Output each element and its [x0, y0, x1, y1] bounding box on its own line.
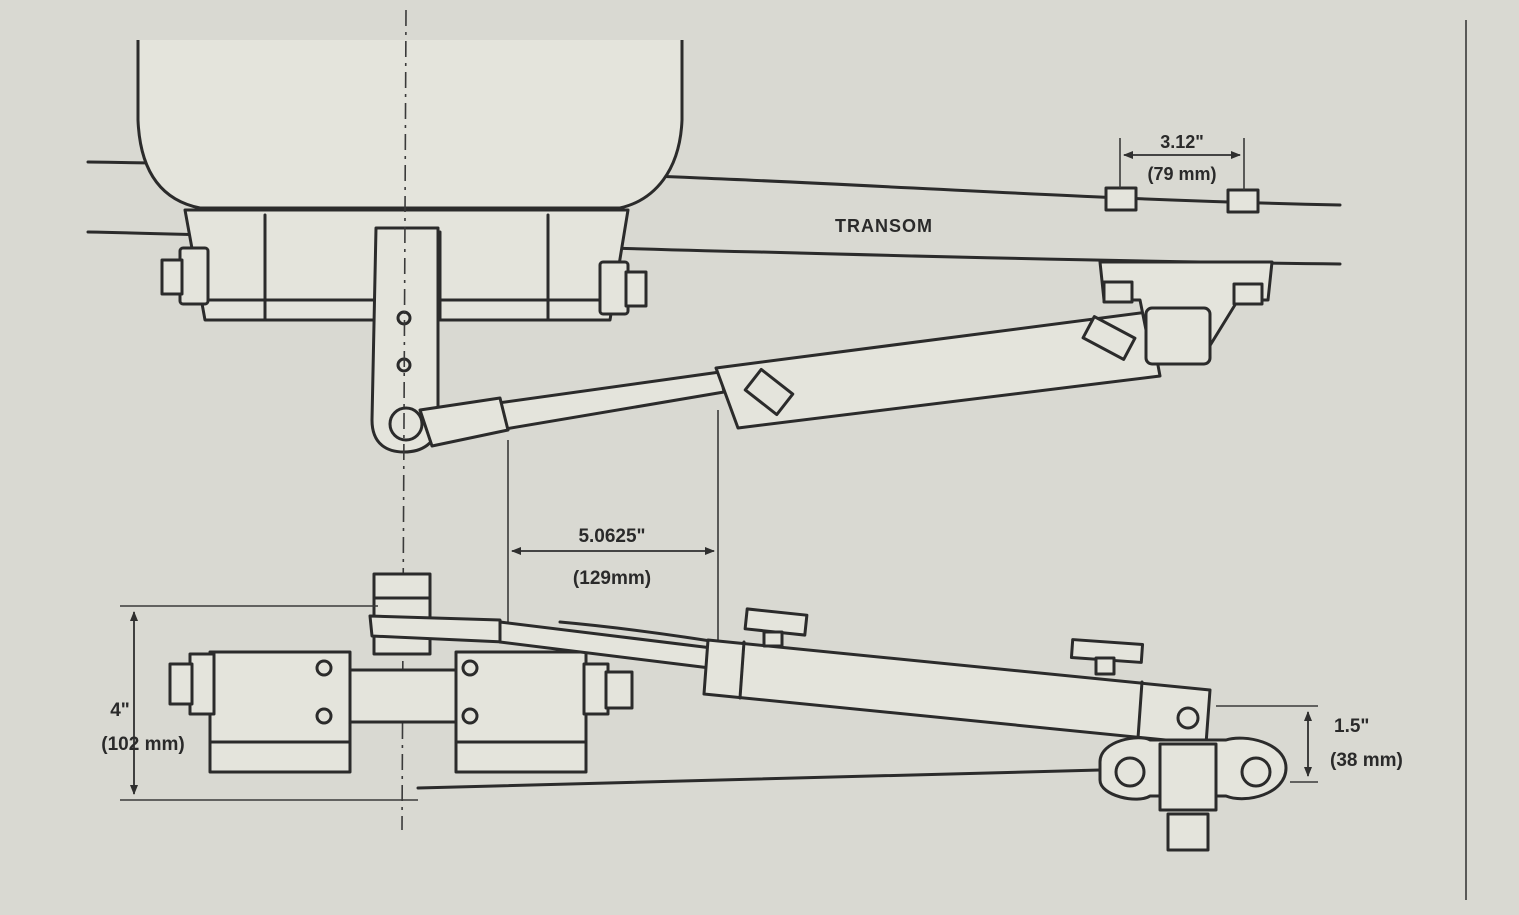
bolt-spacing-imperial: 3.12"	[1160, 132, 1204, 152]
height-metric: (102 mm)	[101, 734, 184, 755]
mount-bolt-hole	[461, 659, 479, 677]
height-imperial: 4"	[110, 700, 130, 721]
side-right-nut	[582, 662, 610, 716]
bracket-bolt-hole	[1114, 756, 1146, 788]
mount-bolt-hole	[315, 707, 333, 725]
side-left-stub	[168, 662, 194, 706]
cylinder-collar	[1136, 680, 1144, 740]
cylinder-collar	[738, 640, 746, 700]
bracket-clevis	[1144, 306, 1212, 366]
bolt-spacing-metric: (79 mm)	[1147, 164, 1216, 184]
bracket-bottom-nut	[1166, 812, 1210, 852]
right-nut	[598, 260, 630, 316]
mount-bolt-hole	[315, 659, 333, 677]
bracket-height-metric: (38 mm)	[1330, 750, 1403, 771]
side-view	[168, 572, 1288, 852]
left-threaded-stub	[160, 258, 184, 296]
cylinder-pivot-pin	[1176, 706, 1200, 730]
side-hose-fitting-left-nipple	[762, 630, 784, 648]
cylinder-offset-metric: (129mm)	[573, 568, 651, 589]
side-rod-end	[368, 614, 506, 644]
arm-pivot-bolt	[388, 406, 424, 442]
bracket-bolt-hole	[1240, 756, 1272, 788]
transom-bolt	[1232, 282, 1264, 306]
top-hose-fitting-right	[1081, 315, 1137, 361]
transom-label: TRANSOM	[835, 216, 933, 236]
top-hose-fitting-left	[743, 367, 795, 417]
engine-cowl	[136, 40, 684, 210]
bracket-center-block	[1158, 742, 1218, 812]
side-arm-clamp	[372, 572, 432, 656]
transom-bolt	[1102, 280, 1134, 304]
right-threaded-stub	[624, 270, 648, 308]
side-left-nut	[188, 652, 216, 716]
cylinder-offset-imperial: 5.0625"	[578, 526, 645, 547]
top-view: TRANSOM 3.12" (79 mm)	[86, 40, 1342, 454]
side-right-stub	[604, 670, 634, 710]
top-cylinder	[714, 310, 1162, 430]
mount-bolt-hole	[461, 707, 479, 725]
side-tilt-tube	[348, 668, 458, 724]
side-hose-fitting-right-nipple	[1094, 656, 1116, 676]
transom-bolt	[1226, 188, 1260, 214]
side-view-lower-line	[416, 768, 1102, 790]
engine-mount-body	[183, 208, 630, 322]
top-rod-end	[418, 396, 510, 448]
transom-bolt	[1104, 186, 1138, 212]
left-nut	[178, 246, 210, 306]
bracket-height-imperial: 1.5"	[1334, 716, 1369, 737]
